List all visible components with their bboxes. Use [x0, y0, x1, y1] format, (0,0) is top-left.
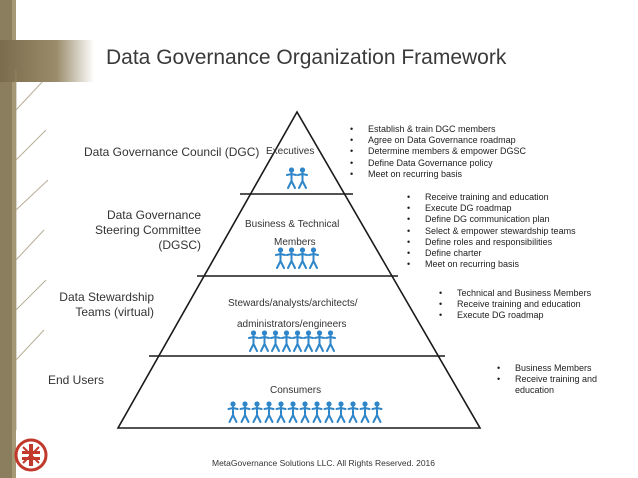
tier-label-stewards-line2: administrators/engineers [237, 319, 347, 330]
person-icon [308, 247, 319, 269]
person-icon [251, 401, 263, 423]
person-icon [371, 401, 383, 423]
person-icon [287, 401, 299, 423]
person-icon [323, 401, 335, 423]
bullet-item: Define charter [407, 248, 576, 259]
company-logo [14, 438, 48, 472]
person-icon [275, 247, 286, 269]
tier-label-business-technical-line2: Members [274, 237, 316, 248]
bullet-item: Define DG communication plan [407, 214, 576, 225]
bullet-list-stewardship: Technical and Business Members Receive t… [439, 288, 591, 322]
person-icon [325, 330, 336, 352]
bullet-item: Execute DG roadmap [439, 310, 591, 321]
slide-title: Data Governance Organization Framework [106, 46, 507, 69]
person-icon [297, 167, 308, 189]
level-label-dgsc-line1: Data Governance [106, 208, 201, 222]
bullet-item: Agree on Data Governance roadmap [350, 135, 526, 146]
bullet-item: Determine members & empower DGSC [350, 146, 526, 157]
level-label-dgsc-line2: Steering Committee [94, 223, 201, 237]
person-icon [275, 401, 287, 423]
level-label-dgsc: Data Governance Steering Committee (DGSC… [60, 208, 201, 253]
sidebar-stripe-light [12, 0, 16, 478]
bullet-item: Establish & train DGC members [350, 124, 526, 135]
person-icon [248, 330, 259, 352]
bullet-item: Meet on recurring basis [407, 259, 576, 270]
pyramid-outline [116, 110, 482, 429]
person-icon [303, 330, 314, 352]
person-icon [227, 401, 239, 423]
person-icon [314, 330, 325, 352]
level-label-end-users: End Users [48, 373, 105, 387]
person-icon [335, 401, 347, 423]
person-icon [270, 330, 281, 352]
person-icon [292, 330, 303, 352]
level-label-stewardship: Data Stewardship Teams (virtual) [50, 290, 154, 320]
sidebar-stripe [0, 0, 12, 478]
tier-label-consumers: Consumers [270, 385, 322, 396]
bullet-item: Receive training and education [497, 374, 612, 396]
bullet-list-dgc: Establish & train DGC members Agree on D… [350, 124, 526, 180]
tier-label-stewards-line1: Stewards/analysts/architects/ [228, 298, 358, 309]
bullet-list-end-users: Business Members Receive training and ed… [497, 363, 612, 397]
person-icon [239, 401, 251, 423]
people-group-business-technical [275, 247, 319, 269]
people-group-consumers [227, 401, 383, 423]
tier-label-business-technical-line1: Business & Technical [245, 219, 340, 230]
people-group-stewards [248, 330, 336, 352]
person-icon [259, 330, 270, 352]
person-icon [286, 247, 297, 269]
level-label-dgc: Data Governance Council (DGC) [84, 145, 260, 159]
bullet-item: Define Data Governance policy [350, 158, 526, 169]
person-icon [359, 401, 371, 423]
bullet-item: Receive training and education [439, 299, 591, 310]
bullet-item: Technical and Business Members [439, 288, 591, 299]
person-icon [347, 401, 359, 423]
level-label-dgsc-line3: (DGSC) [158, 238, 201, 252]
bullet-item: Select & empower stewardship teams [407, 226, 576, 237]
level-label-stewardship-line2: Teams (virtual) [75, 305, 154, 319]
person-icon [263, 401, 275, 423]
bullet-item: Receive training and education [407, 192, 576, 203]
bullet-item: Meet on recurring basis [350, 169, 526, 180]
bullet-item: Define roles and responsibilities [407, 237, 576, 248]
decorative-lines [15, 70, 49, 430]
people-group-executives [286, 167, 308, 189]
person-icon [311, 401, 323, 423]
level-label-stewardship-line1: Data Stewardship [59, 290, 154, 304]
bullet-item: Execute DG roadmap [407, 203, 576, 214]
footer-copyright: MetaGovernance Solutions LLC. All Rights… [212, 458, 436, 468]
person-icon [281, 330, 292, 352]
person-icon [297, 247, 308, 269]
bullet-list-dgsc: Receive training and education Execute D… [407, 192, 576, 271]
tier-label-executives: Executives [266, 146, 315, 157]
person-icon [286, 167, 297, 189]
person-icon [299, 401, 311, 423]
bullet-item: Business Members [497, 363, 612, 374]
